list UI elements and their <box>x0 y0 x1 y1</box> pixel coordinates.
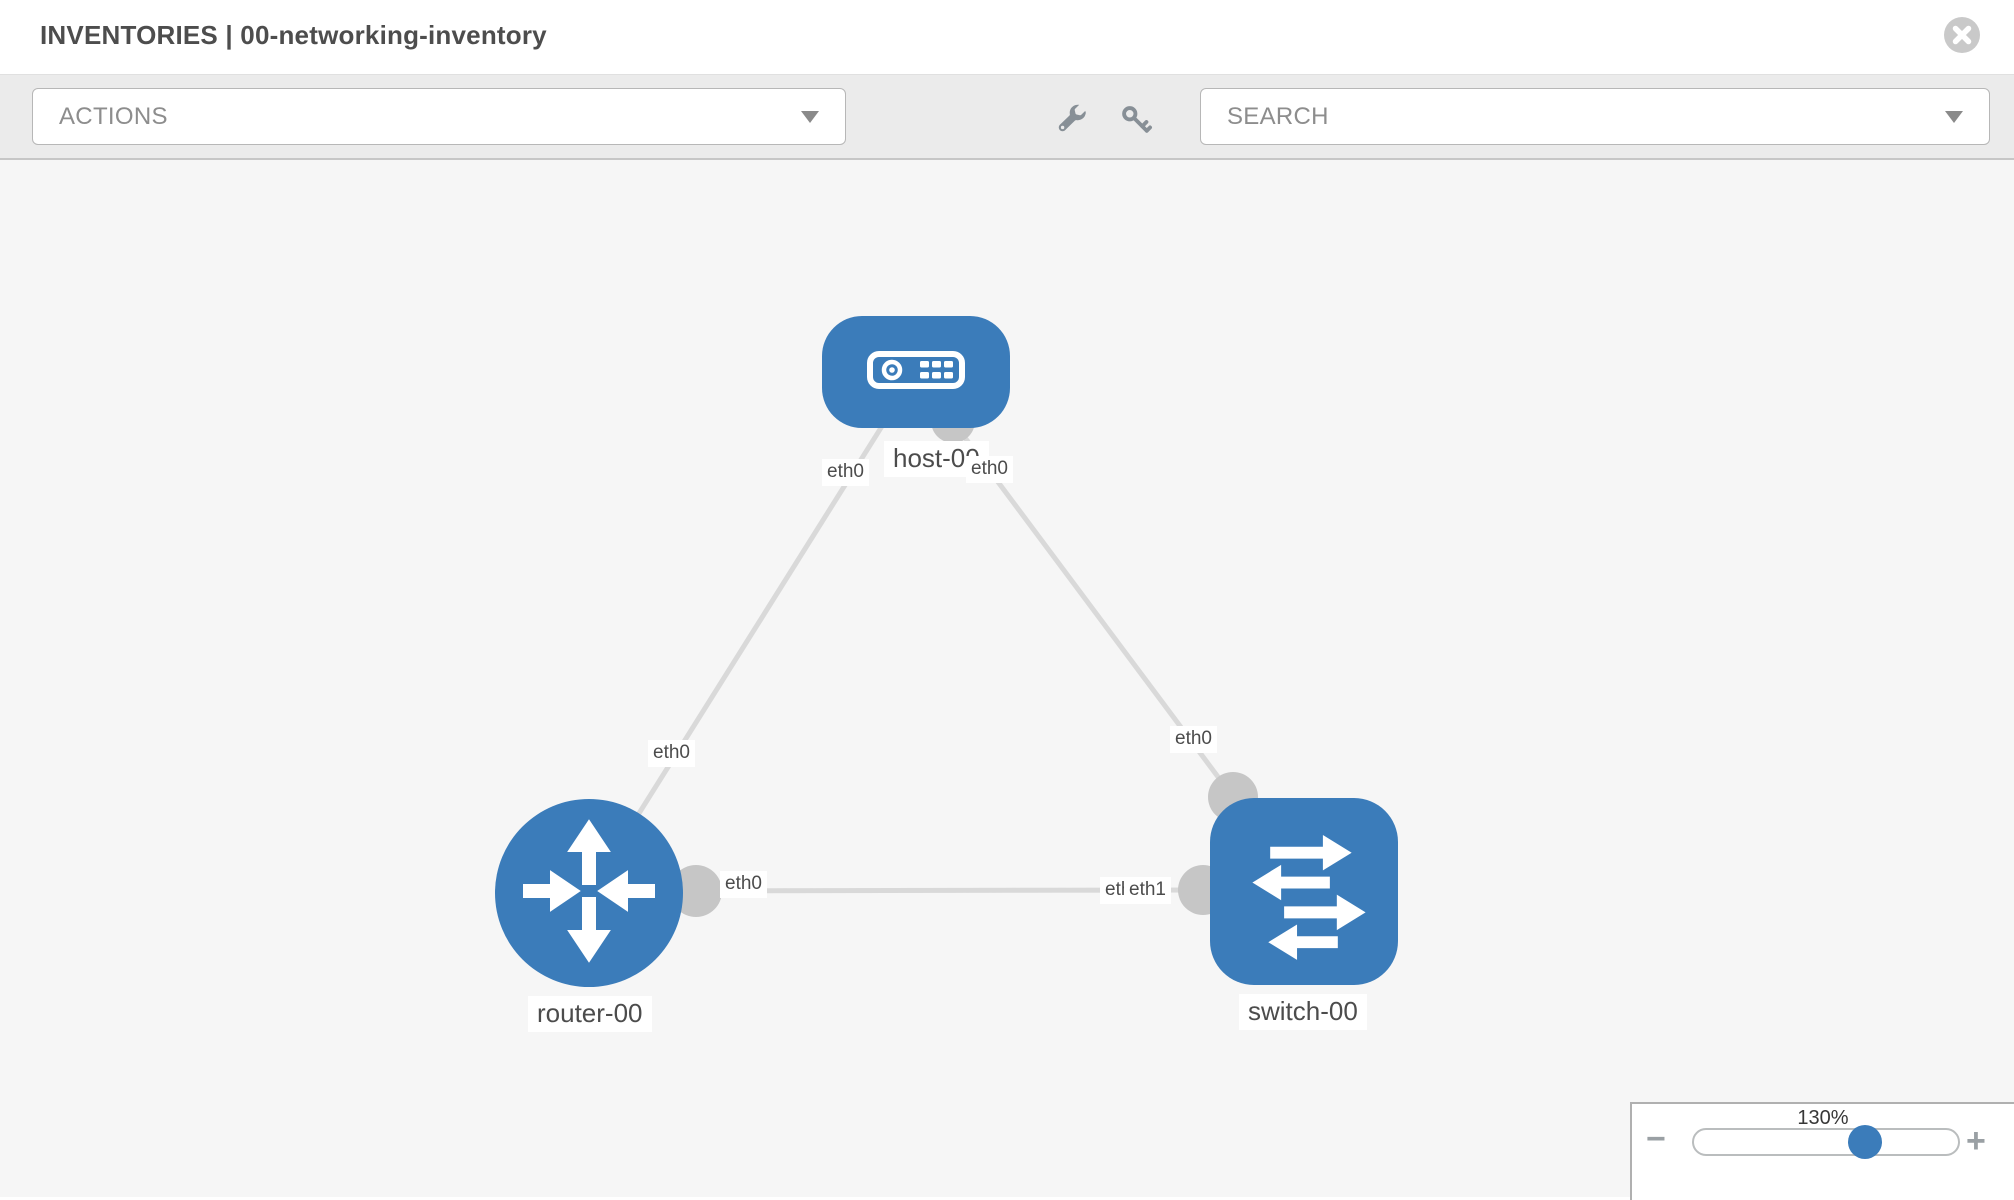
topology-toolbar: ACTIONS SEARCH <box>0 74 2014 160</box>
zoom-level-value: 130% <box>1797 1107 1849 1129</box>
iface-label-router-right: eth0 <box>720 871 767 898</box>
node-label-switch: switch-00 <box>1239 994 1367 1030</box>
actions-dropdown-label: ACTIONS <box>59 102 168 130</box>
node-switch-00[interactable] <box>1210 798 1398 985</box>
host-device-icon <box>822 314 1010 431</box>
iface-label-switch-top: eth0 <box>1170 726 1217 753</box>
iface-label-host-right: eth0 <box>966 456 1013 483</box>
iface-label-router-top: eth0 <box>648 740 695 767</box>
iface-label-switch-left-front: eth1 <box>1124 877 1171 904</box>
close-icon <box>1943 17 1981 57</box>
zoom-slider-track[interactable] <box>1692 1128 1960 1156</box>
router-icon <box>495 797 683 990</box>
interface-dot-router[interactable] <box>670 865 722 917</box>
search-dropdown[interactable]: SEARCH <box>1200 88 1990 145</box>
zoom-control-panel: 130% − + <box>1630 1102 2014 1200</box>
zoom-out-button[interactable]: − <box>1646 1120 1666 1158</box>
key-credentials-button[interactable] <box>1110 101 1162 141</box>
topology-canvas[interactable]: host-00 router-00 switch-00 eth0 eth0 et… <box>0 160 2014 1197</box>
switch-icon <box>1210 796 1398 988</box>
node-label-router: router-00 <box>528 996 652 1032</box>
wrench-icon <box>1055 104 1089 140</box>
node-host-00[interactable] <box>822 316 1010 428</box>
key-icon <box>1119 105 1153 140</box>
link-host-router[interactable] <box>586 370 919 895</box>
breadcrumb-header: INVENTORIES | 00-networking-inventory <box>0 0 2014 74</box>
configure-button[interactable] <box>1046 101 1098 141</box>
close-button[interactable] <box>1943 16 1981 54</box>
search-dropdown-label: SEARCH <box>1227 102 1329 130</box>
iface-label-host-left: eth0 <box>822 459 869 486</box>
node-router-00[interactable] <box>495 799 683 987</box>
page-title: INVENTORIES | 00-networking-inventory <box>40 20 547 50</box>
actions-dropdown[interactable]: ACTIONS <box>32 88 846 145</box>
chevron-down-icon <box>1945 110 1963 123</box>
zoom-slider-knob[interactable] <box>1848 1125 1882 1159</box>
chevron-down-icon <box>801 110 819 123</box>
zoom-in-button[interactable]: + <box>1966 1122 1986 1160</box>
